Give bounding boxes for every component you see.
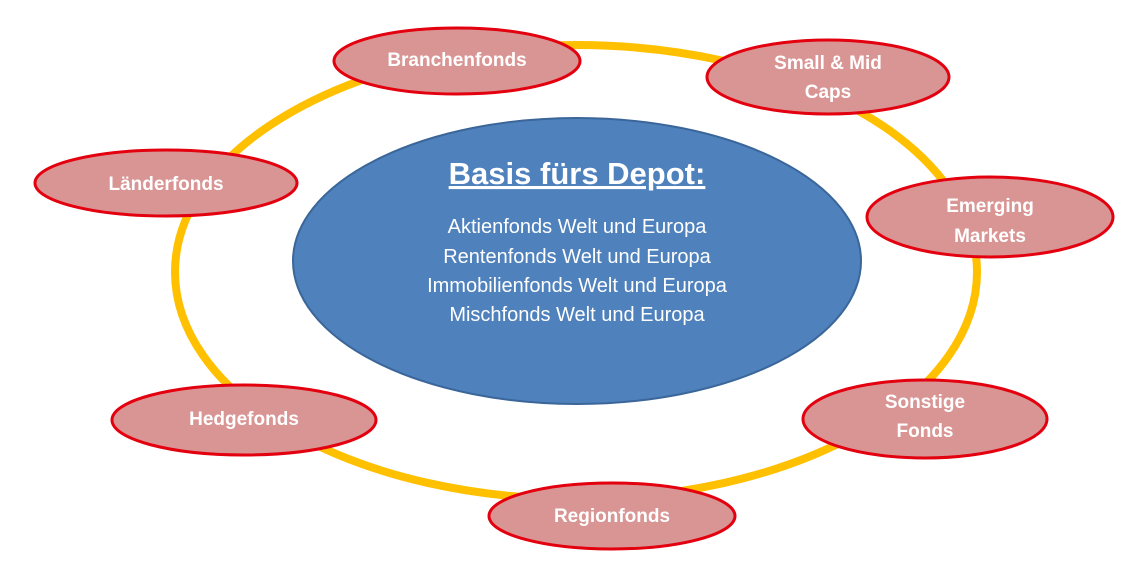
bubble-laenderfonds: Länderfonds bbox=[33, 148, 299, 218]
bubble-label: Länderfonds bbox=[108, 174, 223, 195]
center-line: Aktienfonds Welt und Europa bbox=[448, 216, 708, 238]
bubble-hedgefonds: Hedgefonds bbox=[110, 383, 378, 457]
bubble-emerging-markets: Emerging Markets bbox=[865, 175, 1115, 259]
bubble-label: Regionfonds bbox=[554, 506, 670, 527]
bubble-label: Emerging bbox=[946, 196, 1034, 217]
bubble-label: Sonstige bbox=[885, 392, 965, 413]
bubble-sonstige-fonds: Sonstige Fonds bbox=[801, 378, 1049, 460]
bubble-label: Fonds bbox=[897, 421, 954, 442]
center-node: Basis fürs Depot: Aktienfonds Welt und E… bbox=[292, 117, 862, 405]
bubble-label: Small & Mid bbox=[774, 53, 882, 74]
center-line: Rentenfonds Welt und Europa bbox=[443, 246, 711, 268]
bubble-label: Markets bbox=[954, 226, 1026, 247]
bubble-regionfonds: Regionfonds bbox=[487, 481, 737, 551]
bubble-label: Hedgefonds bbox=[189, 409, 299, 430]
bubble-small-mid-caps: Small & Mid Caps bbox=[705, 38, 951, 116]
bubble-branchenfonds: Branchenfonds bbox=[332, 26, 582, 96]
bubble-label: Branchenfonds bbox=[387, 50, 526, 71]
center-line: Immobilienfonds Welt und Europa bbox=[427, 275, 728, 297]
center-line: Mischfonds Welt und Europa bbox=[449, 304, 705, 326]
center-title: Basis fürs Depot: bbox=[449, 156, 706, 191]
bubble-label: Caps bbox=[805, 82, 851, 103]
